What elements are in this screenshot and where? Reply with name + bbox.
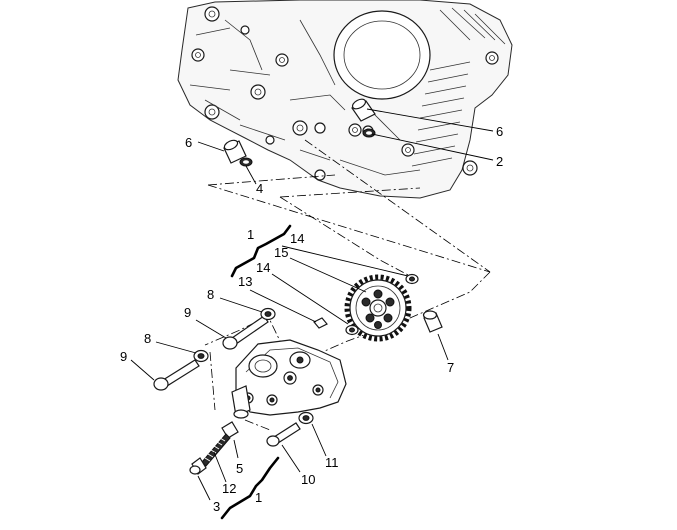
kit-1-brace-upper [230, 224, 292, 278]
callout-1-upper: 1 [247, 227, 254, 242]
bolt-10 [266, 422, 301, 447]
bushing-7 [422, 310, 443, 333]
bushing-6-left [223, 139, 247, 164]
callout-6-upper: 6 [496, 124, 503, 139]
o-ring-2 [362, 128, 376, 138]
crankcase-half [177, 0, 513, 199]
washer-8-lower [193, 349, 209, 363]
callout-13: 13 [238, 274, 252, 289]
leader-lines [130, 108, 494, 501]
callout-14-upper: 14 [290, 231, 304, 246]
dowel-13 [313, 317, 328, 329]
callout-12: 12 [222, 481, 236, 496]
callout-6-left: 6 [185, 135, 192, 150]
callout-1-lower: 1 [255, 490, 262, 505]
washer-8-upper [260, 307, 276, 321]
gear-15 [344, 274, 412, 342]
relief-valve-spring-12 [201, 433, 231, 467]
washer-14-upper [405, 273, 419, 285]
bushing-6-upper [351, 98, 376, 122]
callout-3: 3 [213, 499, 220, 514]
oil-pump-body [231, 339, 347, 419]
callout-14-lower: 14 [256, 260, 270, 275]
o-ring-4 [239, 157, 253, 167]
relief-valve-plug-3 [189, 457, 207, 475]
kit-1-brace-lower [220, 456, 280, 520]
callout-5: 5 [236, 461, 243, 476]
washer-14-lower [345, 324, 359, 336]
bolt-9-upper [222, 315, 269, 350]
callout-10: 10 [301, 472, 315, 487]
callout-7: 7 [447, 360, 454, 375]
callout-4: 4 [256, 181, 263, 196]
callout-8-lower: 8 [144, 331, 151, 346]
callout-9-upper: 9 [184, 305, 191, 320]
callout-8-upper: 8 [207, 287, 214, 302]
callout-15: 15 [274, 245, 288, 260]
callout-9-lower: 9 [120, 349, 127, 364]
washer-11 [298, 411, 314, 425]
callout-2: 2 [496, 154, 503, 169]
bolt-9-lower [153, 359, 200, 391]
callout-11: 11 [325, 455, 339, 470]
